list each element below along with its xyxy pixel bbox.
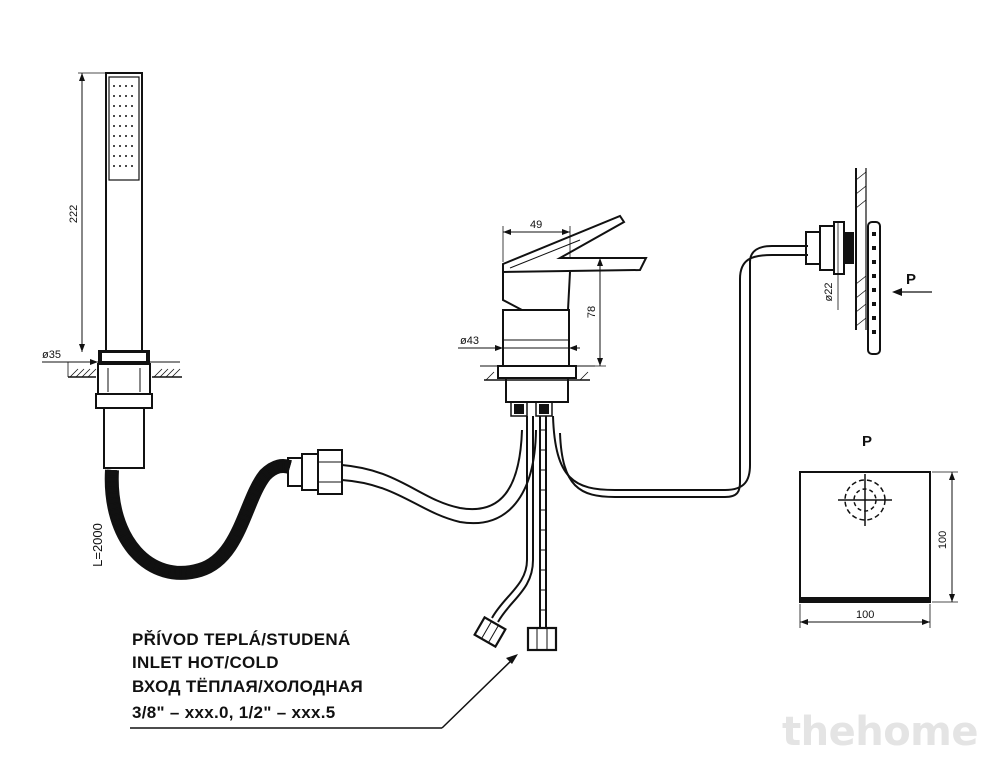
dim-d22: ø22 — [823, 283, 835, 302]
dim-d35: ø35 — [42, 349, 61, 361]
view-p-title: P — [862, 433, 872, 450]
dim-78: 78 — [586, 306, 598, 318]
note-line-ru: ВХОД ТЁПЛАЯ/ХОЛОДНАЯ — [132, 677, 363, 696]
watermark-logo: thehome — [782, 709, 979, 755]
flexible-shower-hose: L=2000 — [90, 449, 343, 580]
dim-49: 49 — [530, 219, 542, 231]
dim-square-height: 100 — [937, 531, 949, 549]
diverter-hose — [341, 429, 523, 511]
note-line-cz: PŘÍVOD TEPLÁ/STUDENÁ — [132, 630, 351, 649]
wall-hatching — [855, 171, 867, 327]
note-line-en: INLET HOT/COLD — [132, 653, 279, 672]
view-p-plate: P 100 100 — [799, 433, 958, 628]
deck-hatching-left — [69, 368, 181, 378]
dim-222: 222 — [68, 205, 80, 223]
dim-d43: ø43 — [460, 335, 479, 347]
shower-nozzle-pattern — [113, 85, 133, 167]
left-deck-mount: ø35 — [42, 349, 182, 469]
hand-shower: 222 — [68, 72, 143, 352]
wall-connector: ø22 P — [805, 168, 932, 355]
view-arrow-label: P — [906, 271, 916, 288]
inlet-note: PŘÍVOD TEPLÁ/STUDENÁ INLET HOT/COLD ВХОД… — [130, 630, 518, 729]
note-line-thread: 3/8" – xxx.0, 1/2" – xxx.5 — [132, 703, 336, 722]
wall-hose — [552, 245, 808, 491]
inlet-hoses — [473, 416, 558, 652]
dim-square-width: 100 — [856, 609, 874, 621]
dim-hose-length: L=2000 — [90, 523, 105, 567]
mixer-body: 49 78 ø43 — [458, 214, 648, 417]
